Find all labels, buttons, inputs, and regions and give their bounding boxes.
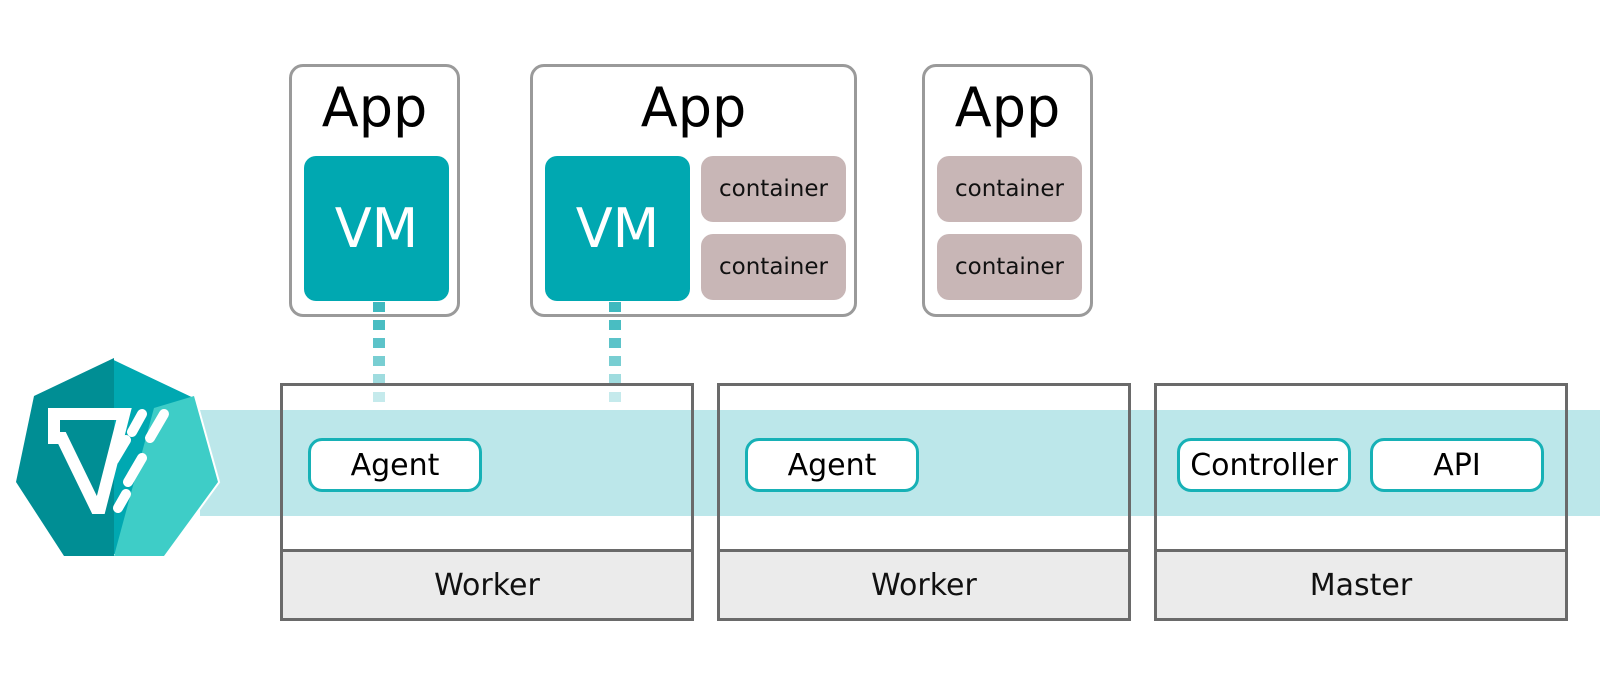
app-title: App bbox=[954, 76, 1061, 139]
app-title: App bbox=[640, 76, 747, 139]
app-box-1: App VM bbox=[289, 64, 460, 317]
vm-block: VM bbox=[545, 156, 690, 301]
node-label: Master bbox=[1157, 549, 1565, 618]
container-block: container bbox=[937, 156, 1082, 222]
container-block: container bbox=[937, 234, 1082, 300]
node-label: Worker bbox=[283, 549, 691, 618]
agent-pill: Agent bbox=[308, 438, 482, 492]
app-title: App bbox=[321, 76, 428, 139]
container-block: container bbox=[701, 234, 846, 300]
controller-pill: Controller bbox=[1177, 438, 1351, 492]
vm-connector-2 bbox=[609, 302, 621, 414]
master-node: Controller API Master bbox=[1154, 383, 1568, 621]
container-block: container bbox=[701, 156, 846, 222]
worker-node-2: Agent Worker bbox=[717, 383, 1131, 621]
app-box-3: App container container bbox=[922, 64, 1093, 317]
agent-pill: Agent bbox=[745, 438, 919, 492]
vm-connector-1 bbox=[373, 302, 385, 414]
kubevirt-logo-icon bbox=[14, 358, 221, 558]
app-box-2: App VM container container bbox=[530, 64, 857, 317]
node-label: Worker bbox=[720, 549, 1128, 618]
vm-block: VM bbox=[304, 156, 449, 301]
api-pill: API bbox=[1370, 438, 1544, 492]
worker-node-1: Agent Worker bbox=[280, 383, 694, 621]
